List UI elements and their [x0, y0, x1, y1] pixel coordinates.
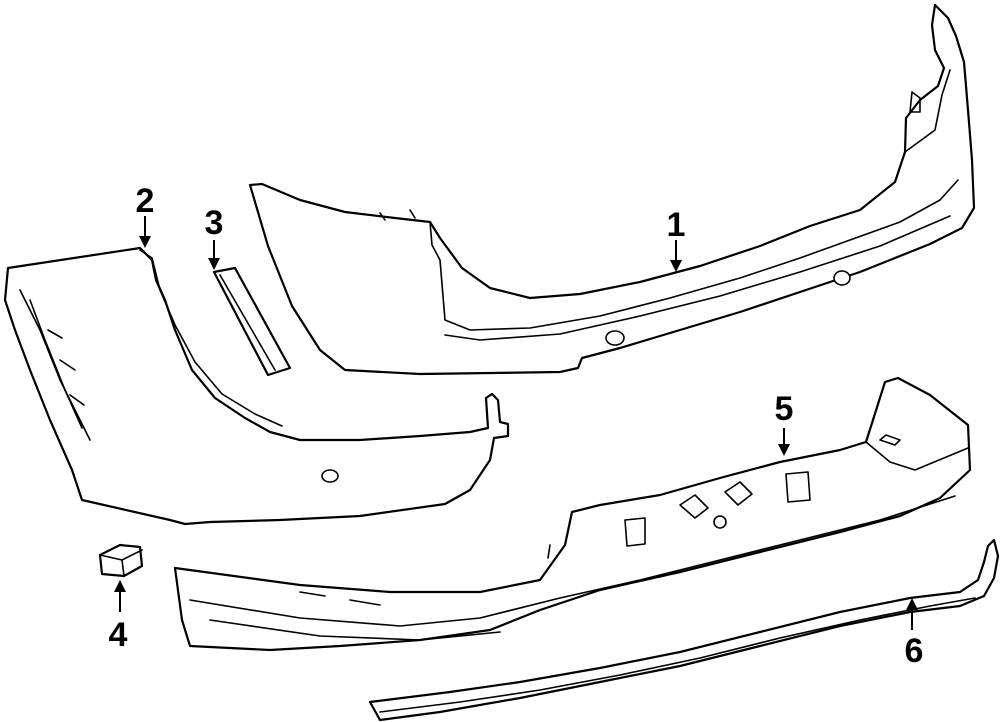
callout-5: 5: [775, 390, 794, 428]
leader-1: [670, 240, 682, 272]
part-4-retainer[interactable]: [98, 543, 144, 578]
leader-5: [778, 428, 790, 456]
callout-4: 4: [109, 616, 128, 654]
part-2-side-bracket[interactable]: [3, 246, 510, 526]
callout-6: 6: [905, 632, 924, 670]
leader-3: [208, 240, 220, 270]
leader-2: [139, 216, 151, 248]
callout-1: 1: [667, 206, 686, 244]
callout-2: 2: [136, 182, 155, 220]
leader-4: [114, 580, 126, 612]
part-5-lower-valance[interactable]: [173, 376, 972, 652]
part-1-bumper-cover[interactable]: [248, 3, 976, 376]
callout-3: 3: [205, 204, 224, 242]
part-3-reflector[interactable]: [212, 266, 292, 377]
part-6-lower-molding[interactable]: [368, 538, 1000, 722]
leader-6: [906, 598, 918, 630]
